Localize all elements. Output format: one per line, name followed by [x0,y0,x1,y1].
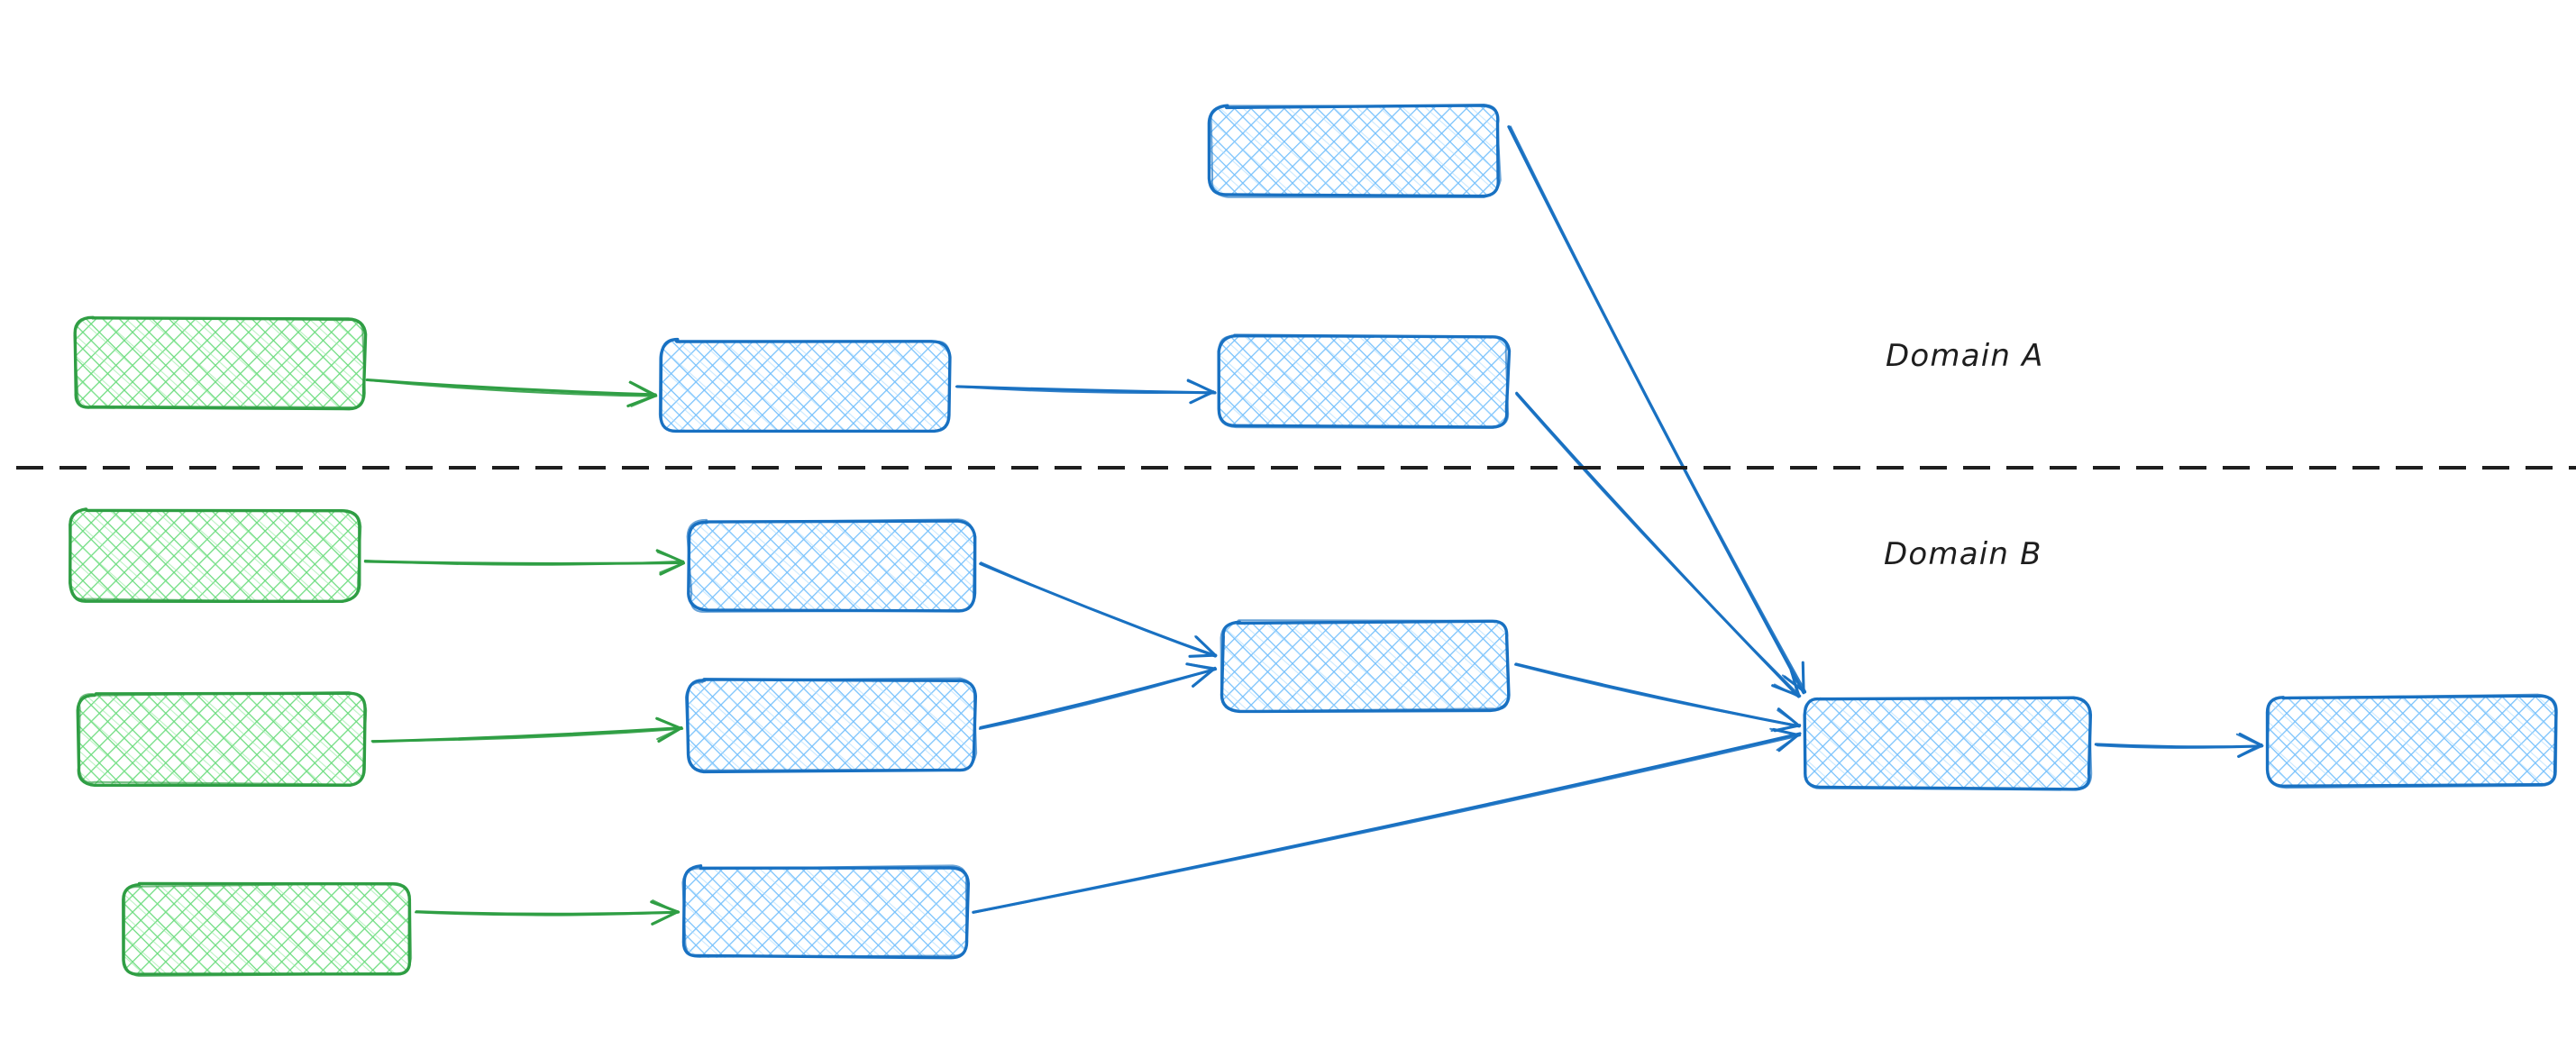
edge-arrow [972,727,1802,914]
process-node-box[interactable] [1207,104,1502,198]
edges-layer [363,125,2264,926]
process-node-box[interactable] [1803,696,2093,791]
edge-arrow [370,716,684,743]
source-node-box[interactable] [73,315,368,411]
process-node-box[interactable] [684,677,978,774]
process-node-box[interactable] [1219,619,1511,714]
edge-arrow [1515,391,1802,698]
process-node-box[interactable] [681,864,971,960]
process-node-box[interactable] [686,518,977,613]
edge-arrow [2094,732,2264,758]
source-node-box[interactable] [122,881,413,977]
edge-arrow [978,662,1218,730]
edge-arrow [414,899,681,926]
domain-b-label: Domain B [1884,536,2042,572]
process-node-box[interactable] [658,337,952,433]
edge-arrow [365,378,658,408]
source-node-box[interactable] [76,690,368,788]
edge-arrow [1514,662,1802,733]
source-node-box[interactable] [69,507,362,604]
edge-arrow [363,549,686,576]
edge-arrow [955,379,1217,405]
process-node-box[interactable] [2265,693,2558,789]
edge-arrow [1507,125,1807,695]
nodes-layer [69,104,2558,977]
process-node-box[interactable] [1217,333,1512,429]
edge-arrow [979,561,1218,658]
domain-a-label: Domain A [1886,338,2044,374]
